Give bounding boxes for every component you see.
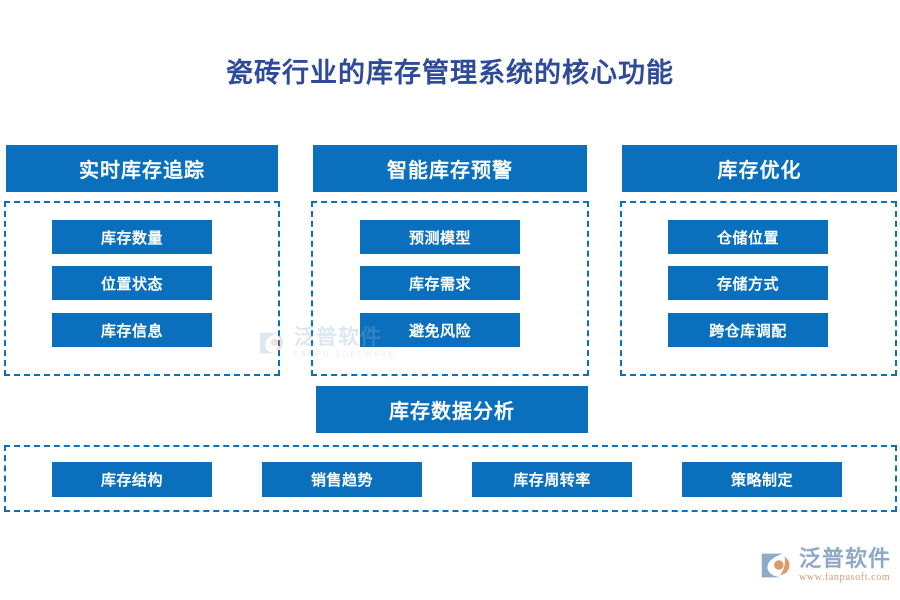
item-box-strategy-formulation[interactable]: 策略制定 bbox=[682, 462, 842, 497]
brand-logo: 泛普软件 www.fanpusoft.com bbox=[757, 540, 892, 590]
item-box-location-status[interactable]: 位置状态 bbox=[52, 266, 212, 300]
column-group-realtime-tracking bbox=[4, 201, 280, 376]
section-header-data-analysis[interactable]: 库存数据分析 bbox=[316, 386, 588, 433]
column-group-smart-alert bbox=[311, 201, 589, 376]
column-group-inventory-optimization bbox=[620, 201, 897, 376]
brand-url: www.fanpusoft.com bbox=[799, 571, 891, 583]
page-title: 瓷砖行业的库存管理系统的核心功能 bbox=[226, 58, 674, 88]
item-box-warehouse-location[interactable]: 仓储位置 bbox=[668, 220, 828, 254]
column-header-smart-alert[interactable]: 智能库存预警 bbox=[313, 145, 587, 192]
item-box-inventory-quantity[interactable]: 库存数量 bbox=[52, 220, 212, 254]
item-box-storage-method[interactable]: 存储方式 bbox=[668, 266, 828, 300]
section-group-data-analysis bbox=[4, 445, 897, 512]
item-box-risk-avoidance[interactable]: 避免风险 bbox=[360, 313, 520, 347]
column-header-realtime-tracking[interactable]: 实时库存追踪 bbox=[6, 145, 278, 192]
item-box-inventory-information[interactable]: 库存信息 bbox=[52, 313, 212, 347]
item-box-cross-warehouse-transfer[interactable]: 跨仓库调配 bbox=[668, 313, 828, 347]
item-box-inventory-turnover-rate[interactable]: 库存周转率 bbox=[472, 462, 632, 497]
item-box-inventory-demand[interactable]: 库存需求 bbox=[360, 266, 520, 300]
item-box-forecast-model[interactable]: 预测模型 bbox=[360, 220, 520, 254]
fanpu-logo-icon bbox=[761, 553, 790, 578]
item-box-inventory-structure[interactable]: 库存结构 bbox=[52, 462, 212, 497]
column-header-inventory-optimization[interactable]: 库存优化 bbox=[622, 145, 897, 192]
brand-name: 泛普软件 bbox=[799, 545, 892, 571]
item-box-sales-trend[interactable]: 销售趋势 bbox=[262, 462, 422, 497]
